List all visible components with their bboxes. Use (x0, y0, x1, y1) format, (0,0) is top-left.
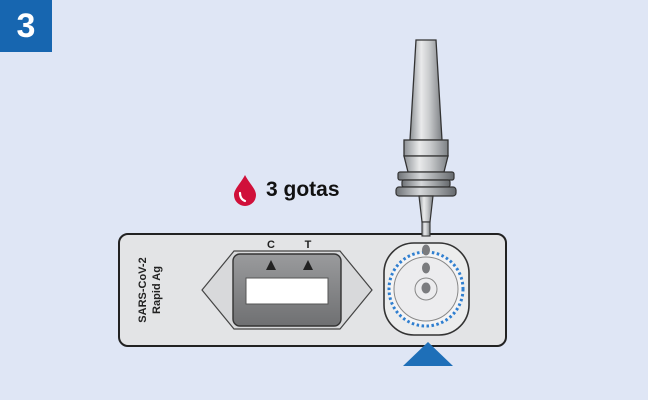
test-cassette: SARS-CoV-2 Rapid Ag C T (118, 233, 507, 347)
blood-drop-icon (234, 175, 256, 206)
cassette-brand: SARS-CoV-2 Rapid Ag (137, 257, 163, 322)
dropper-tube (395, 39, 457, 237)
step-number-badge: 3 (0, 0, 52, 52)
drops-label: 3 gotas (232, 173, 340, 207)
drops-count-text: 3 gotas (266, 178, 340, 201)
result-window (201, 250, 373, 330)
droplet-in-well (421, 282, 431, 294)
cassette-brand-line1: SARS-CoV-2 (137, 257, 149, 322)
test-mark-label: T (305, 239, 312, 251)
control-mark-label: C (267, 239, 275, 251)
test-mark-arrow-icon (303, 260, 313, 270)
cassette-brand-line2: Rapid Ag (151, 266, 163, 314)
falling-drops (422, 244, 430, 274)
falling-drop (422, 244, 430, 256)
falling-drop (422, 262, 430, 274)
control-mark-arrow-icon (266, 260, 276, 270)
triangle-up-icon (403, 342, 453, 366)
sample-well (383, 242, 470, 336)
test-strip (245, 277, 329, 305)
